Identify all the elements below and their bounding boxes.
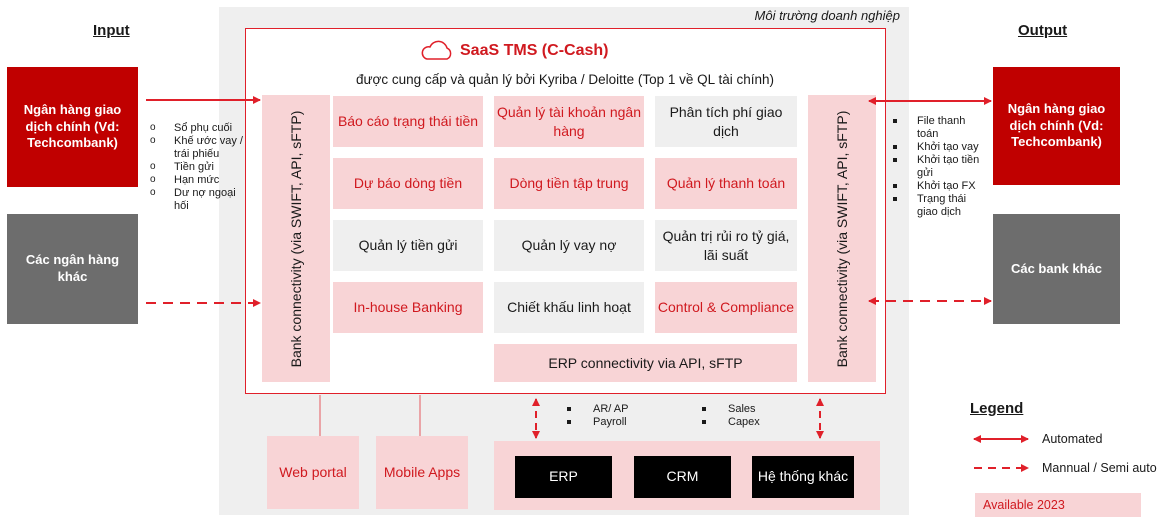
data-item: Payroll xyxy=(567,416,667,429)
data-item: Sales xyxy=(702,403,802,416)
input-item: Dư nợ ngoại hối xyxy=(150,187,245,213)
tms-title-text: SaaS TMS (C-Cash) xyxy=(460,42,609,59)
system-crm: CRM xyxy=(634,456,731,498)
bank-connectivity-right: Bank connectivity (via SWIFT, API, sFTP) xyxy=(808,95,876,382)
legend-manual-label: Mannual / Semi auto xyxy=(1042,461,1157,475)
bank-connectivity-left: Bank connectivity (via SWIFT, API, sFTP) xyxy=(262,95,330,382)
module-payment-management: Quản lý thanh toán xyxy=(655,158,797,209)
input-item: Khế ước vay / trái phiếu xyxy=(150,135,245,161)
legend-title: Legend xyxy=(970,400,1024,417)
output-item-list: File thanh toán Khởi tạo vay Khởi tạo ti… xyxy=(893,115,985,219)
cloud-icon xyxy=(421,40,452,60)
module-bank-account-management: Quản lý tài khoản ngân hàng xyxy=(494,96,644,147)
input-item: Sổ phụ cuối xyxy=(150,122,245,135)
input-item-list: Sổ phụ cuối Khế ước vay / trái phiếu Tiề… xyxy=(150,122,245,213)
data-item: AR/ AP xyxy=(567,403,667,416)
input-other-banks: Các ngân hàng khác xyxy=(7,214,138,324)
module-control-compliance: Control & Compliance xyxy=(655,282,797,333)
output-header: Output xyxy=(1018,22,1068,39)
erp-connectivity: ERP connectivity via API, sFTP xyxy=(494,344,797,382)
output-item: Khởi tạo FX xyxy=(893,180,985,193)
legend-automated-label: Automated xyxy=(1042,432,1103,446)
tms-subtitle: được cung cấp và quản lý bởi Kyriba / De… xyxy=(356,72,774,87)
output-item: Khởi tạo vay xyxy=(893,141,985,154)
data-items-left: AR/ AP Payroll xyxy=(567,403,667,429)
saas-tms-box xyxy=(245,28,886,394)
tms-title: SaaS TMS (C-Cash) xyxy=(420,38,680,64)
input-item: Hạn mức xyxy=(150,174,245,187)
system-erp: ERP xyxy=(515,456,612,498)
data-item: Capex xyxy=(702,416,802,429)
module-fx-interest-risk: Quản trị rủi ro tỷ giá, lãi suất xyxy=(655,220,797,271)
output-main-bank: Ngân hàng giao dịch chính (Vd: Techcomba… xyxy=(993,67,1120,185)
module-cash-flow-forecast: Dự báo dòng tiền xyxy=(333,158,483,209)
output-item: File thanh toán xyxy=(893,115,985,141)
module-transaction-fee-analysis: Phân tích phí giao dịch xyxy=(655,96,797,147)
module-cash-pooling: Dòng tiền tập trung xyxy=(494,158,644,209)
output-item: Trạng thái giao dịch xyxy=(893,193,985,219)
output-other-banks: Các bank khác xyxy=(993,214,1120,324)
module-flexible-discount: Chiết khấu linh hoạt xyxy=(494,282,644,333)
data-items-right: Sales Capex xyxy=(702,403,802,429)
input-header: Input xyxy=(93,22,130,39)
module-deposit-management: Quản lý tiền gửi xyxy=(333,220,483,271)
module-cash-position-report: Báo cáo trạng thái tiền xyxy=(333,96,483,147)
output-item: Khởi tạo tiền gửi xyxy=(893,154,985,180)
legend-available-2023: Available 2023 xyxy=(975,493,1141,517)
mobile-apps: Mobile Apps xyxy=(376,436,468,509)
input-item: Tiền gửi xyxy=(150,161,245,174)
system-other: Hệ thống khác xyxy=(752,456,854,498)
environment-label: Môi trường doanh nghiệp xyxy=(754,8,900,23)
module-in-house-banking: In-house Banking xyxy=(333,282,483,333)
web-portal: Web portal xyxy=(267,436,359,509)
input-main-bank: Ngân hàng giao dịch chính (Vd: Techcomba… xyxy=(7,67,138,187)
module-debt-management: Quản lý vay nợ xyxy=(494,220,644,271)
